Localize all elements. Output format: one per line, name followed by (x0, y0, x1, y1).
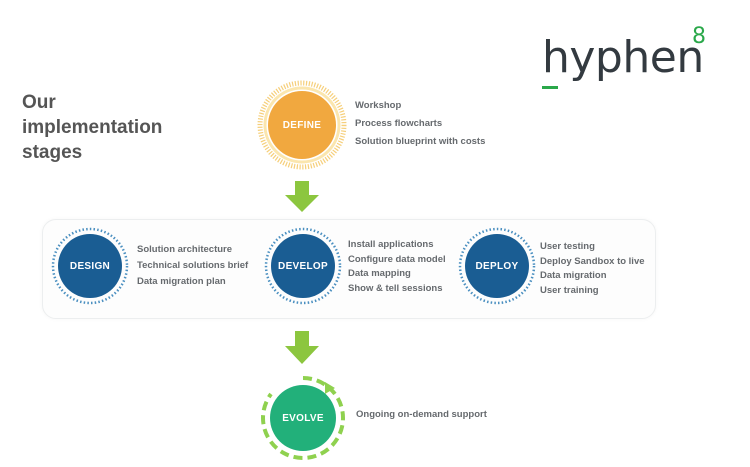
stage-design: DESIGN Solution architecture Technical s… (50, 226, 270, 310)
define-steps: Workshop Process flowcharts Solution blu… (355, 97, 485, 151)
stage-develop: DEVELOP Install applications Configure d… (263, 226, 463, 310)
design-circle: DESIGN (58, 234, 122, 298)
develop-step: Install applications (348, 239, 434, 250)
page-title: Our implementation stages (22, 90, 162, 165)
title-line-1: Our (22, 92, 56, 113)
evolve-label: EVOLVE (282, 412, 324, 424)
logo-superscript: 8 (692, 24, 706, 49)
deploy-dotted-ring (458, 227, 536, 305)
design-steps: Solution architecture Technical solution… (137, 242, 248, 290)
down-arrow-icon (285, 331, 319, 364)
logo-wordmark: hyphen (542, 32, 704, 83)
down-arrow-icon (285, 181, 319, 212)
define-sunburst-ring (257, 80, 347, 170)
design-dotted-ring (51, 227, 129, 305)
define-step: Process flowcharts (355, 118, 443, 129)
develop-steps: Install applications Configure data mode… (348, 238, 446, 296)
deploy-steps: User testing Deploy Sandbox to live Data… (540, 240, 645, 298)
design-step: Solution architecture (137, 244, 233, 255)
develop-circle: DEVELOP (271, 234, 335, 298)
develop-step: Show & tell sessions (348, 282, 443, 294)
define-step: Solution blueprint with costs (355, 136, 486, 147)
design-step: Technical solutions brief (137, 260, 249, 271)
deploy-step: User testing (540, 241, 595, 252)
deploy-step: Data migration (540, 270, 607, 281)
evolve-step: Ongoing on-demand support (356, 409, 487, 420)
develop-step: Configure data model (348, 253, 446, 265)
title-line-3: stages (22, 142, 83, 163)
stage-deploy: DEPLOY User testing Deploy Sandbox to li… (457, 226, 647, 310)
deploy-step: User training (540, 284, 599, 296)
design-label: DESIGN (69, 260, 111, 272)
deploy-step: Deploy Sandbox to live (540, 255, 645, 267)
define-label: DEFINE (282, 119, 322, 131)
evolve-cycle-ring (261, 376, 345, 460)
define-step: Workshop (355, 100, 402, 111)
title-line-2: implementation (22, 117, 163, 138)
logo-underline (542, 86, 558, 89)
stage-evolve: EVOLVE Ongoing on-demand support (259, 374, 559, 464)
develop-dotted-ring (264, 227, 342, 305)
develop-step: Data mapping (348, 268, 411, 279)
evolve-steps: Ongoing on-demand support (356, 407, 487, 422)
develop-label: DEVELOP (278, 260, 328, 272)
design-step: Data migration plan (137, 276, 226, 287)
define-circle: DEFINE (268, 91, 336, 159)
stage-define: DEFINE Workshop Process flowcharts Solut… (257, 80, 557, 170)
hyphen8-logo: hyphen 8 (540, 22, 730, 92)
evolve-circle: EVOLVE (270, 385, 336, 451)
deploy-label: DEPLOY (475, 260, 519, 272)
deploy-circle: DEPLOY (465, 234, 529, 298)
build-stages-panel (42, 219, 656, 319)
